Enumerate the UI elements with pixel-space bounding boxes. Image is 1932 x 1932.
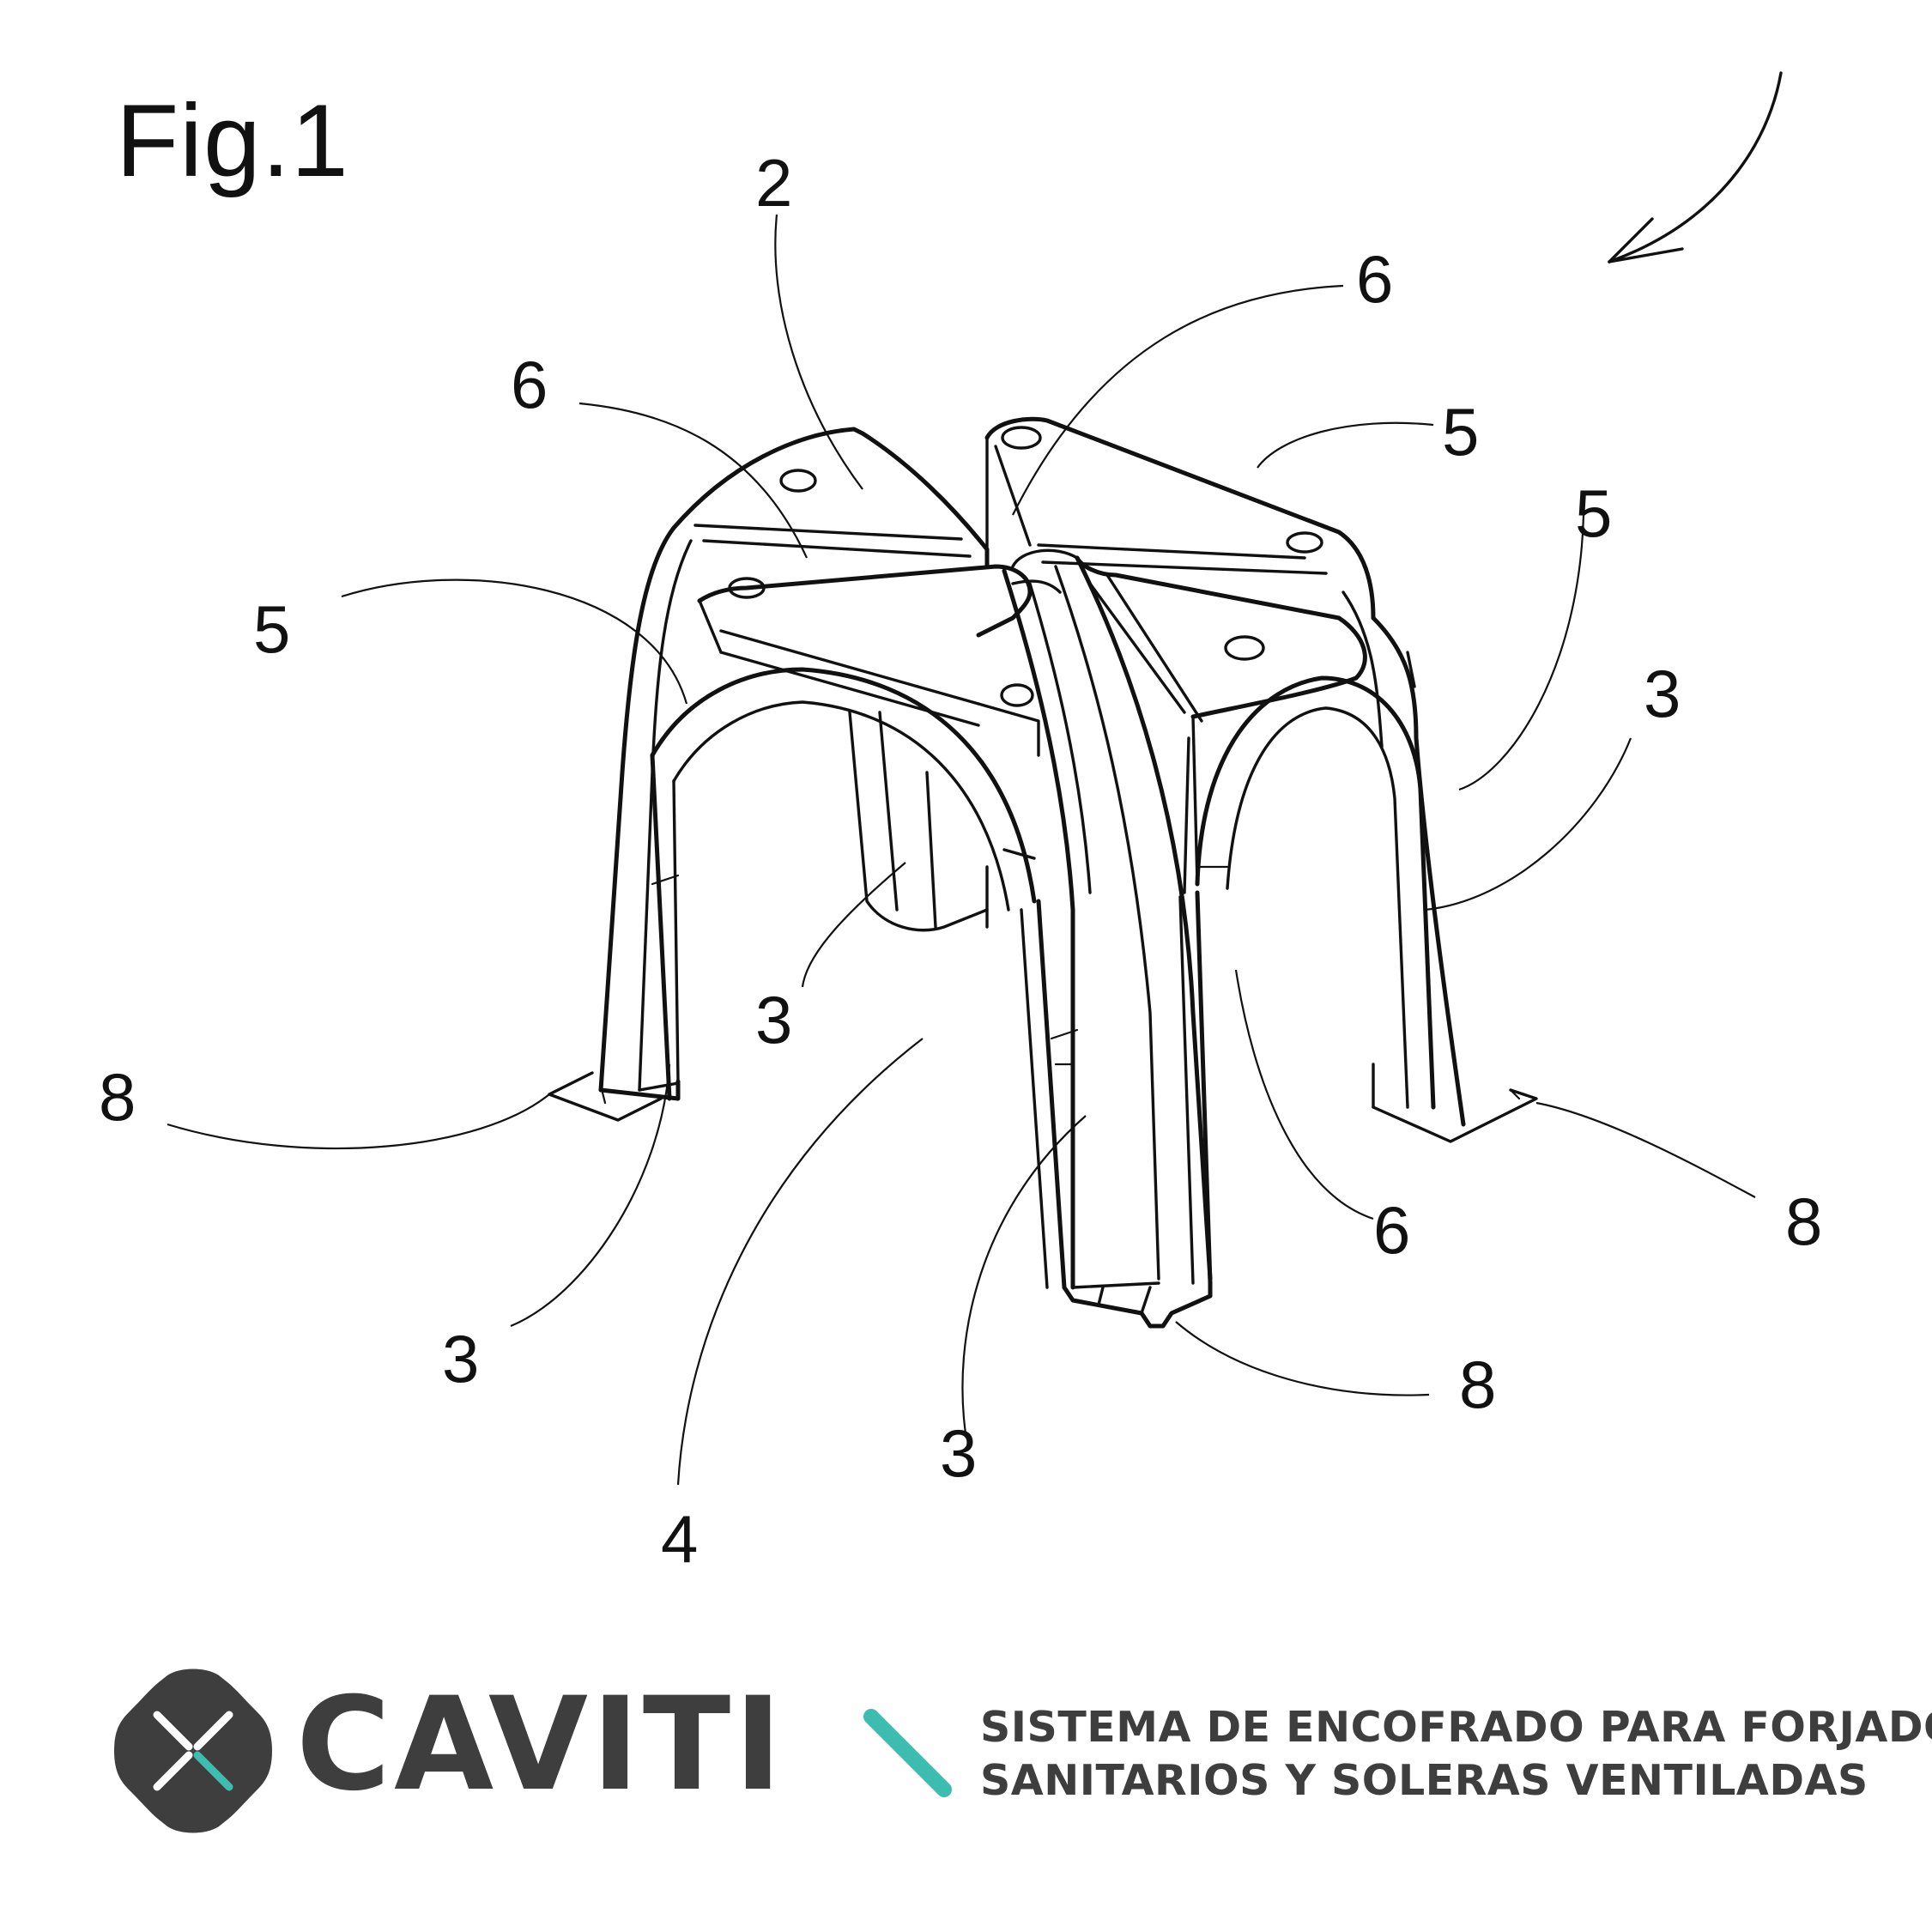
brand-name: CAVITI [296,1670,786,1820]
figure-title: Fig.1 [116,83,349,198]
cross-in-rounded-shape-icon [114,1669,272,1833]
direction-arrow [1608,71,1783,263]
ref-5-right-upper: 5 [1442,394,1479,469]
ref-3-bottom-left: 3 [442,1321,479,1396]
ref-8-bottom: 8 [1459,1347,1496,1422]
ref-6-top-right: 6 [1356,241,1393,317]
ref-2: 2 [755,145,792,221]
ref-8-right: 8 [1785,1184,1822,1259]
ref-4: 4 [661,1501,698,1577]
spacer-drawing: 2 6 6 5 5 5 3 3 8 8 8 6 3 3 4 [99,71,1822,1577]
ref-3-bottom-center: 3 [940,1415,977,1491]
ref-3-center: 3 [755,982,792,1057]
tagline-line-1: SISTEMA DE ENCOFRADO PARA FORJADOS [980,1703,1932,1752]
reference-numerals: 2 6 6 5 5 5 3 3 8 8 8 6 3 3 4 [99,145,1822,1577]
ref-8-left: 8 [99,1059,136,1135]
formwork-piece [548,416,1538,1329]
ref-6-bottom: 6 [1373,1192,1410,1268]
ref-5-right-lower: 5 [1575,475,1612,551]
ref-5-left: 5 [253,591,290,667]
ref-6-left: 6 [511,347,548,422]
teal-slash-icon [863,1709,952,1797]
leader-lines [167,214,1756,1486]
brand-footer: CAVITI SISTEMA DE ENCOFRADO PARA FORJADO… [0,1656,1932,1862]
tagline-line-2: SANITARIOS Y SOLERAS VENTILADAS [980,1756,1868,1805]
tagline: SISTEMA DE ENCOFRADO PARA FORJADOS SANIT… [980,1701,1932,1808]
ref-3-right: 3 [1644,656,1681,731]
